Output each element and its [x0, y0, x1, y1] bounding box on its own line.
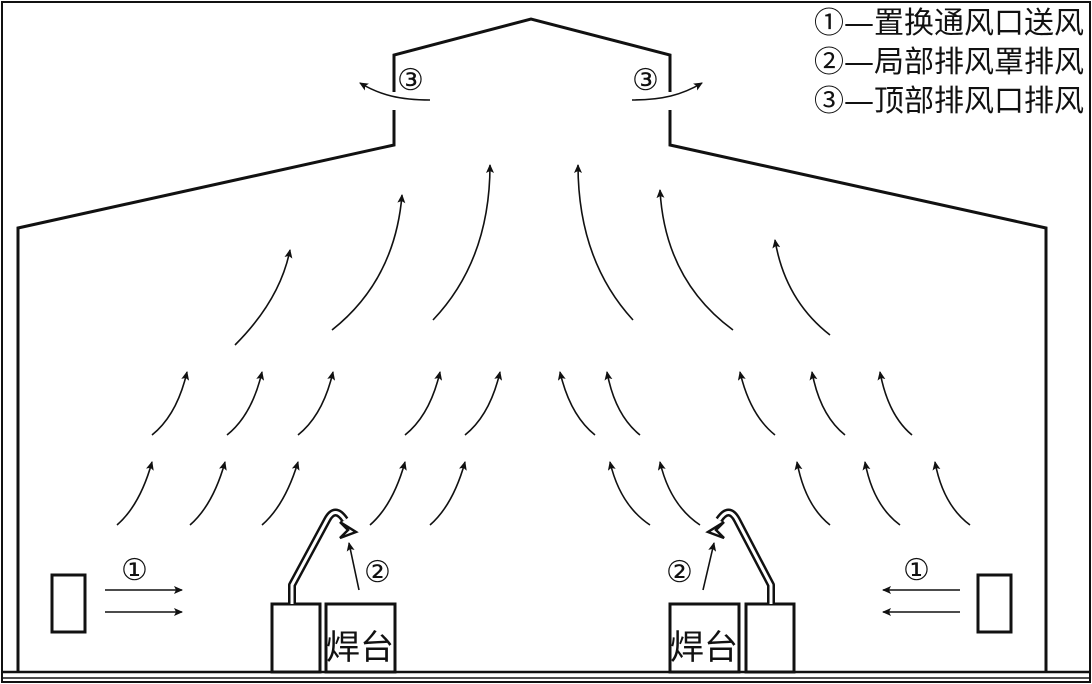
bench-label: 焊台 [326, 628, 394, 668]
extractor-arm-left [288, 508, 349, 604]
legend-item: ②—局部排风罩排风 [814, 45, 1084, 80]
building-left [16, 110, 396, 672]
local-exhaust-arrow-right [702, 542, 717, 591]
roof-vent [392, 17, 672, 92]
roof-exhaust-marker: ③ [397, 63, 424, 98]
supply-marker: ① [903, 553, 930, 588]
bench-label: 焊台 [670, 628, 738, 668]
roof-exhaust-arrow-right [631, 82, 703, 101]
legend-item: ①—置换通风口送风 [814, 6, 1084, 41]
local-exhaust-arrow-left [346, 542, 360, 591]
supply-vent-left [50, 573, 87, 634]
fume-extractor-left [270, 602, 322, 674]
hood-right [705, 520, 725, 540]
hood-left [339, 520, 359, 540]
welding-bench-right [668, 602, 741, 674]
local-exhaust-marker: ② [666, 555, 693, 590]
roof-exhaust-arrow-left [359, 82, 431, 101]
legend: ①—置换通风口送风 ②—局部排风罩排风 ③—顶部排风口排风 [814, 4, 1084, 121]
roof-exhaust-marker: ③ [632, 63, 659, 98]
supply-marker: ① [121, 553, 148, 588]
welding-bench-left [324, 602, 397, 674]
supply-vent-right [976, 573, 1013, 634]
legend-item: ③—顶部排风口排风 [814, 84, 1084, 119]
airflow-arrows [116, 164, 971, 526]
fume-extractor-right [744, 602, 796, 674]
building-right [668, 110, 1048, 672]
local-exhaust-marker: ② [364, 555, 391, 590]
extractor-arm-right [715, 508, 775, 604]
